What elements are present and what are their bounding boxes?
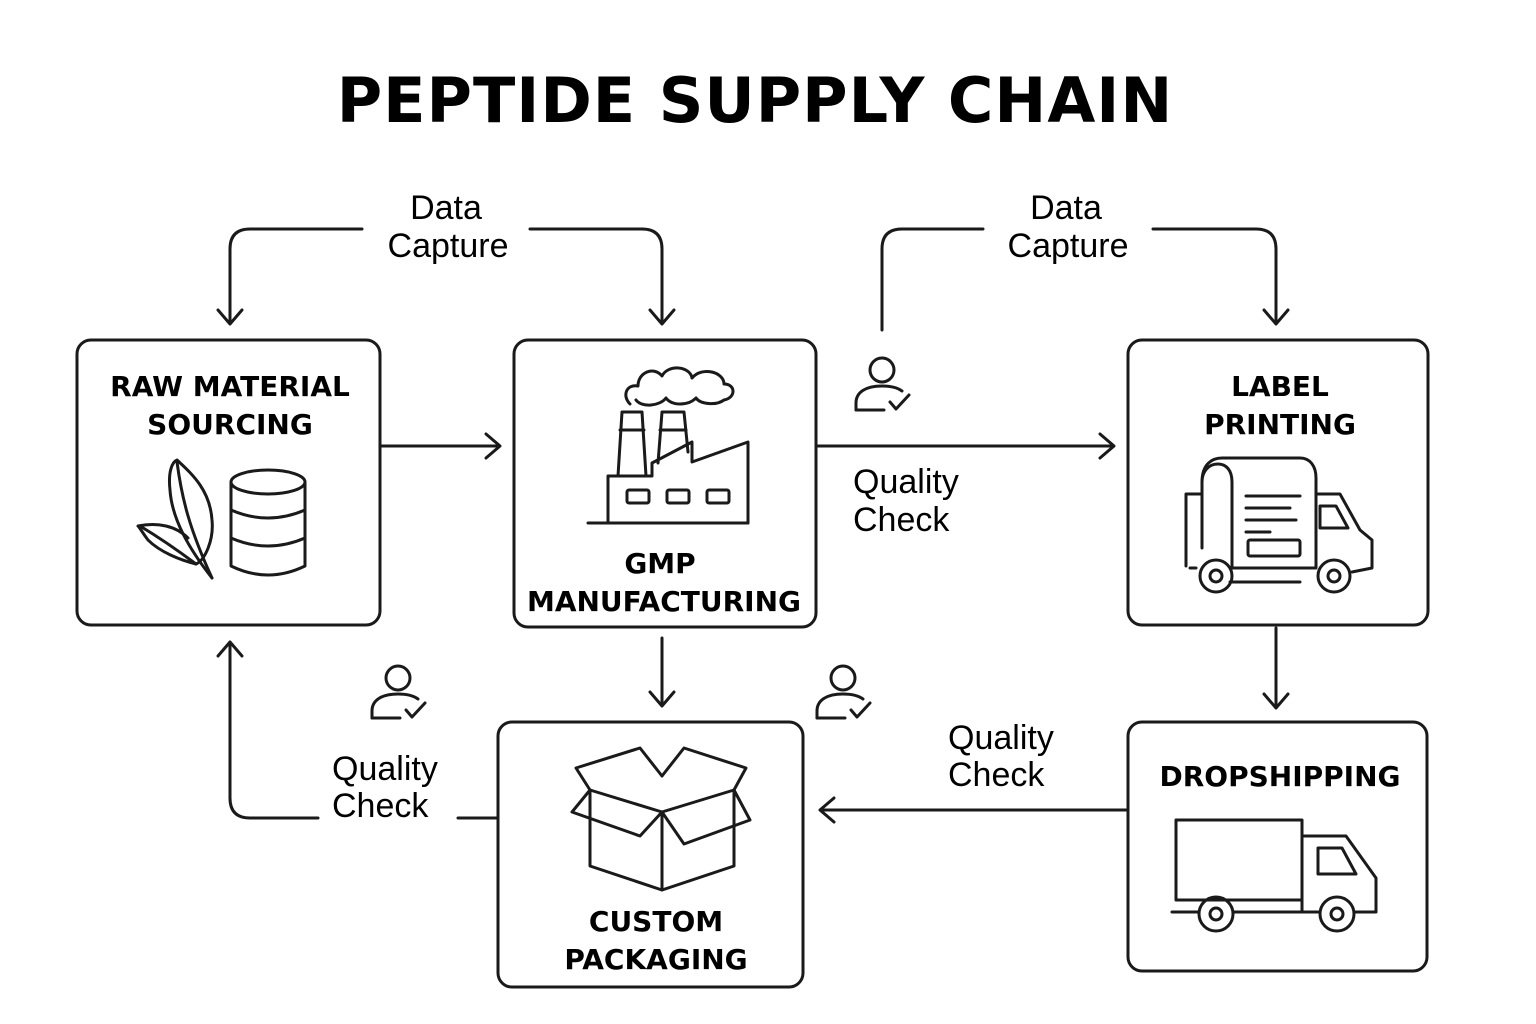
node-custom-packaging: CUSTOM PACKAGING bbox=[496, 720, 805, 989]
page-title: PEPTIDE SUPPLY CHAIN bbox=[337, 64, 1174, 137]
arrow-raw-to-gmp bbox=[380, 432, 502, 460]
data-capture-left-label: Data Capture bbox=[388, 189, 509, 265]
node-gmp-line2: MANUFACTURING bbox=[527, 585, 801, 618]
quality-check-bottom-line1: Quality bbox=[948, 719, 1054, 757]
node-label-line1: LABEL bbox=[1231, 370, 1329, 403]
data-capture-left-line1: Data bbox=[410, 189, 482, 227]
arrow-gmp-to-label bbox=[816, 432, 1116, 460]
arrow-dropshipping-to-packaging bbox=[818, 796, 1128, 824]
quality-check-left-label: Quality Check bbox=[332, 750, 438, 825]
data-capture-right-line-left bbox=[880, 227, 985, 332]
arrow-gmp-to-packaging bbox=[648, 636, 676, 708]
factory-icon bbox=[586, 366, 750, 525]
data-capture-left-line-right bbox=[528, 227, 676, 326]
connectors bbox=[216, 227, 1290, 824]
node-gmp-manufacturing: GMP MANUFACTURING bbox=[512, 338, 818, 629]
node-label-printing: LABEL PRINTING bbox=[1126, 338, 1430, 627]
arrow-label-to-dropshipping bbox=[1262, 626, 1290, 710]
quality-check-bottom-line2: Check bbox=[948, 756, 1045, 794]
node-raw-material-line1: RAW MATERIAL bbox=[110, 370, 350, 403]
data-capture-right-line-right bbox=[1151, 227, 1290, 326]
data-capture-left-line2: Capture bbox=[388, 227, 509, 265]
quality-check-bottom-label: Quality Check bbox=[948, 719, 1054, 794]
barrel-icon bbox=[229, 468, 307, 577]
quality-check-top-line1: Quality bbox=[853, 463, 959, 501]
user-check-icon bbox=[370, 664, 427, 720]
data-capture-left-line bbox=[216, 227, 364, 326]
user-check-icon bbox=[854, 356, 911, 412]
open-box-icon bbox=[570, 746, 752, 892]
arrow-packaging-to-raw bbox=[216, 640, 500, 820]
node-packaging-line1: CUSTOM bbox=[589, 905, 723, 938]
quality-check-top-label: Quality Check bbox=[853, 463, 959, 539]
user-check-icon bbox=[815, 664, 872, 720]
quality-check-top-line2: Check bbox=[853, 501, 950, 539]
node-gmp-line1: GMP bbox=[624, 547, 695, 580]
data-capture-right-label: Data Capture bbox=[1008, 189, 1129, 265]
node-packaging-line2: PACKAGING bbox=[564, 943, 747, 976]
quality-check-left-line2: Check bbox=[332, 787, 429, 825]
label-truck-icon bbox=[1184, 456, 1374, 594]
node-label-line2: PRINTING bbox=[1204, 408, 1356, 441]
data-capture-right-line1: Data bbox=[1030, 189, 1102, 227]
quality-check-left-line1: Quality bbox=[332, 750, 438, 788]
truck-icon bbox=[1170, 818, 1378, 933]
data-capture-right-line2: Capture bbox=[1008, 227, 1129, 265]
node-dropshipping-label: DROPSHIPPING bbox=[1159, 760, 1400, 793]
node-raw-material-sourcing: RAW MATERIAL SOURCING bbox=[75, 338, 382, 627]
node-raw-material-line2: SOURCING bbox=[147, 408, 313, 441]
leaf-icon bbox=[136, 458, 214, 580]
node-dropshipping: DROPSHIPPING bbox=[1126, 720, 1429, 973]
